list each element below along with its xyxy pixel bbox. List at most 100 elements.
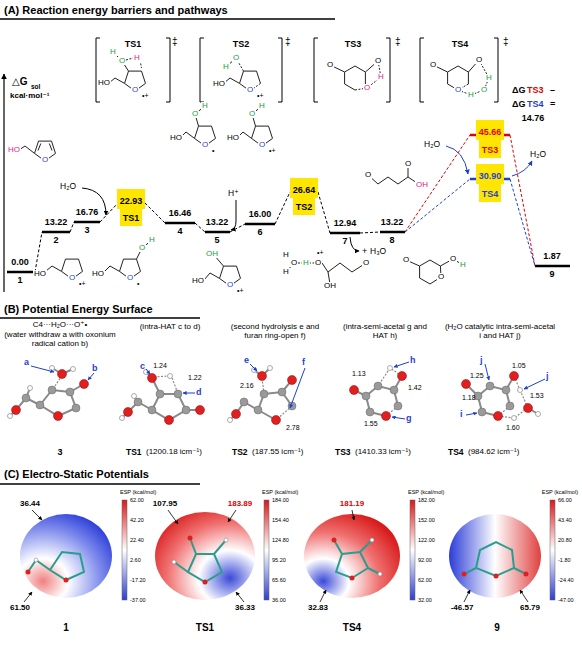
- scale-tick: 154.40: [272, 517, 289, 523]
- atom-label: O: [364, 171, 372, 179]
- atom-label: O: [41, 156, 49, 164]
- reagent-label: H₂O: [424, 140, 440, 149]
- atom-label: O: [480, 86, 488, 94]
- atom-label: O: [437, 273, 445, 281]
- energy-value: 16.00: [249, 210, 272, 220]
- atom-label: •+: [316, 249, 325, 256]
- atom-label: HO: [226, 134, 240, 142]
- description: (second hydrolysis e and furan ring-open…: [225, 323, 325, 341]
- esp-value: 36.33: [235, 604, 255, 613]
- delta-g-note: –: [550, 86, 555, 96]
- delta-g-note: ΔG: [512, 100, 525, 110]
- bond-label: f: [302, 358, 305, 368]
- structure-name: 1: [63, 622, 69, 633]
- atom-label: H: [133, 54, 141, 62]
- scale-tick: 20.80: [558, 537, 572, 543]
- reagent-label: H₃O: [370, 247, 386, 256]
- atom-label: H: [222, 63, 230, 71]
- atom-label: O: [449, 255, 457, 263]
- structure-name: TS4: [448, 448, 464, 457]
- bond-label: e: [244, 356, 249, 366]
- scale-tick: 152.00: [418, 517, 435, 523]
- bond-label: 1.25: [470, 372, 484, 380]
- scale-title: ESP (kcal/mol): [408, 489, 444, 495]
- atom-label: O: [314, 259, 322, 267]
- scale-tick: 92.00: [418, 557, 432, 563]
- bond-label: c: [140, 362, 145, 372]
- esp-value: 61.50: [10, 604, 30, 613]
- energy-box-text: TS4: [482, 189, 499, 199]
- atom-label: •+: [236, 287, 245, 294]
- bond-label: 1.55: [364, 420, 378, 428]
- reagent-label: +: [362, 247, 367, 257]
- scale-tick: 184.00: [272, 497, 289, 503]
- scale-tick: 22.40: [130, 537, 144, 543]
- header-rules: [0, 19, 335, 484]
- bond-label: g: [406, 414, 412, 424]
- ts-brackets: [96, 38, 498, 102]
- atom-label: O: [404, 160, 412, 168]
- scale-tick: 43.40: [558, 517, 572, 523]
- delta-g-note: =: [550, 100, 555, 110]
- atom-label: HO: [169, 134, 183, 142]
- delta-g-note: TS3: [527, 86, 544, 96]
- atom-label: O: [118, 57, 126, 65]
- energy-box: 30.90: [476, 164, 505, 184]
- scale-tick: 66.00: [558, 497, 572, 503]
- energy-box-text: 30.90: [479, 171, 502, 181]
- energy-value: 16.76: [76, 208, 99, 218]
- bond-label: i: [460, 410, 463, 420]
- atom-label: O: [138, 244, 146, 252]
- description: (H₂O catalytic intra-semi-acetal i and H…: [444, 323, 556, 341]
- energy-box-text: 22.93: [120, 196, 143, 206]
- scale-tick: 42.20: [130, 517, 144, 523]
- esp-value: 65.79: [520, 604, 540, 613]
- energy-box: TS2: [293, 195, 316, 215]
- axis-label: △G: [12, 76, 27, 87]
- description: (water withdraw a with oxonium radical c…: [4, 331, 116, 349]
- scale-tick: 62.00: [130, 497, 144, 503]
- bond-label: 2.78: [286, 424, 300, 432]
- ts-label: ‡: [172, 36, 178, 47]
- atom-label: •+: [268, 147, 277, 154]
- description: C4···H₂O···O⁺•: [33, 321, 88, 330]
- atom-label: O: [258, 141, 266, 149]
- bond-label: 1.24: [153, 362, 167, 370]
- energy-box: 45.66: [476, 120, 505, 140]
- structure-name: (187.55 icm⁻¹): [252, 448, 303, 457]
- atom-label: O: [131, 86, 139, 94]
- scale-tick: 62.00: [418, 577, 432, 583]
- energy-value: 16.46: [169, 209, 192, 219]
- esp-value: 107.95: [153, 500, 177, 509]
- axis-label: sol: [31, 83, 40, 90]
- energy-levels: [7, 192, 570, 272]
- atom-label: O: [475, 56, 483, 64]
- atom-label: HO: [191, 277, 205, 285]
- atom-label: O: [201, 141, 209, 149]
- atom-label: •: [211, 147, 215, 154]
- structure-name: (984.62 icm⁻¹): [468, 448, 519, 457]
- atom-label: O: [326, 61, 334, 69]
- atom-label: O: [362, 259, 370, 267]
- atom-label: H: [201, 102, 209, 110]
- ts-label: TS3: [345, 40, 362, 50]
- atom-label: H: [282, 251, 290, 259]
- red-pathway: [405, 135, 535, 266]
- energy-value: 1: [17, 276, 22, 286]
- energy-box: TS3: [479, 138, 502, 158]
- reagent-label: H₂O: [60, 182, 76, 191]
- structure-name: 9: [494, 622, 500, 633]
- structure-name: TS4: [343, 622, 361, 633]
- scale-tick: 122.00: [418, 537, 435, 543]
- ts-label: ‡: [503, 36, 509, 47]
- atom-label: O: [126, 274, 134, 282]
- scale-tick: -17.20: [130, 577, 146, 583]
- scale-title: ESP (kcal/mol): [542, 489, 578, 495]
- atom-label: •+: [141, 92, 150, 99]
- bond-label: a: [24, 358, 29, 368]
- scale-title: ESP (kcal/mol): [120, 489, 156, 495]
- ts-label: ‡: [285, 36, 291, 47]
- axis-label: kcal·mol⁻¹: [10, 92, 49, 101]
- energy-value: 13.22: [45, 218, 68, 228]
